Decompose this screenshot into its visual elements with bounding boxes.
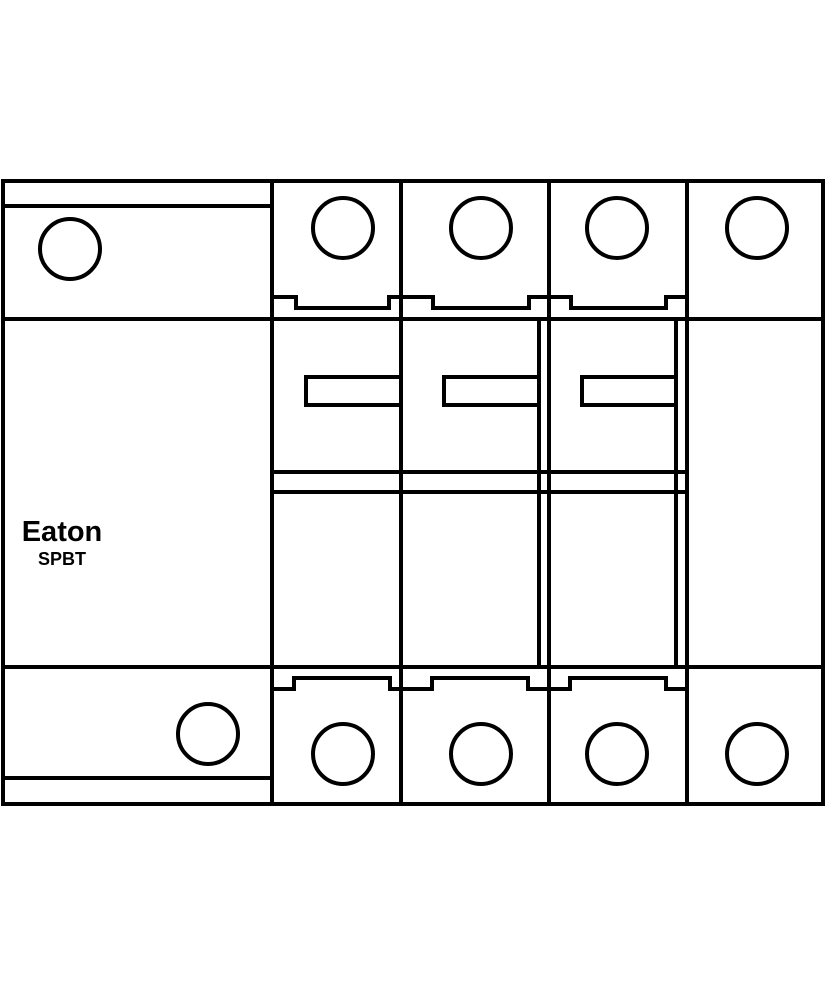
terminal-screw-bottom-2 (449, 722, 513, 786)
indicator-window-2 (442, 375, 539, 407)
terminal-screw-bottom-3 (585, 722, 649, 786)
indicator-window-3 (580, 375, 676, 407)
upper-clamp-notch-2 (401, 295, 549, 310)
indicator-window-1 (304, 375, 401, 407)
enclosure-outline (1, 179, 825, 806)
lower-clamp-notch-1 (272, 676, 401, 691)
lower-clamp-notch-3 (549, 676, 687, 691)
terminal-screw-top-2 (449, 196, 513, 260)
model-name: SPBT (38, 549, 86, 569)
upper-clamp-notch-3 (549, 295, 687, 310)
terminal-screw-bottom-4 (725, 722, 789, 786)
lower-clamp-notch-2 (401, 676, 549, 691)
mounting-hole-top-left (38, 217, 102, 281)
terminal-screw-top-4 (725, 196, 789, 260)
mounting-hole-bottom-left (176, 702, 240, 766)
terminal-screw-top-3 (585, 196, 649, 260)
upper-clamp-notch-1 (272, 295, 401, 310)
terminal-screw-bottom-1 (311, 722, 375, 786)
terminal-screw-top-1 (311, 196, 375, 260)
brand-name: Eaton (22, 516, 103, 548)
